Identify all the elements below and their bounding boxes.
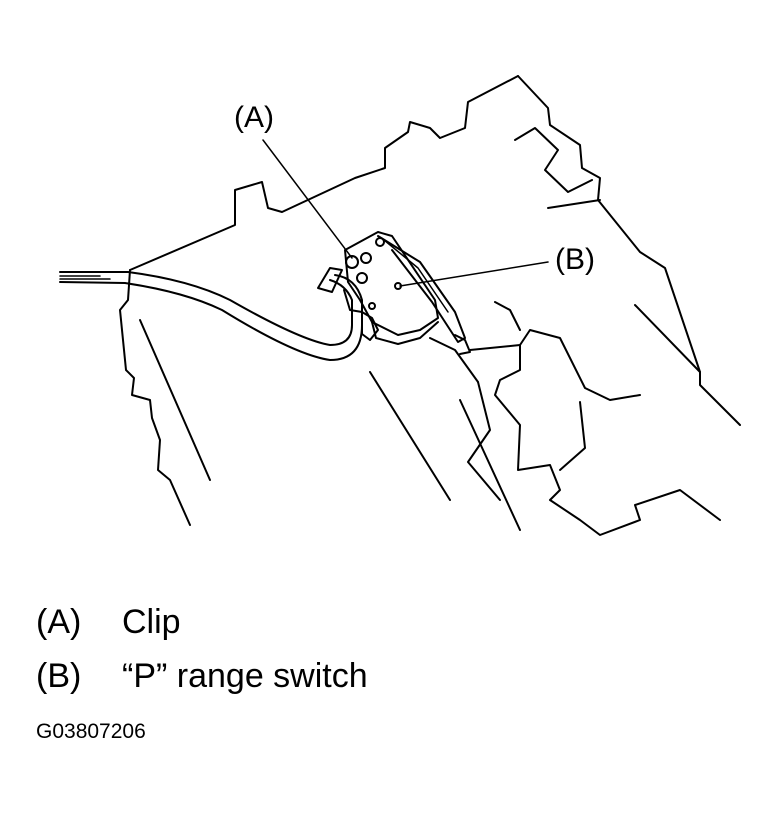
case-ridge-1 <box>139 319 211 481</box>
range-switch-arm <box>377 235 466 343</box>
clip-hole-3 <box>356 272 368 284</box>
case-lower-step-3 <box>467 381 501 501</box>
case-outline-left <box>119 269 191 526</box>
leader-line-b <box>399 261 549 287</box>
case-lower-step <box>469 344 721 536</box>
case-ridge-2 <box>369 371 451 501</box>
case-right-edge <box>517 75 741 426</box>
case-rib-2 <box>547 199 601 209</box>
case-rib-1 <box>514 127 593 193</box>
figure-code: G03807206 <box>36 720 146 743</box>
legend-item: (A) Clip <box>36 604 181 640</box>
legend-key: (A) <box>36 603 82 641</box>
clip-hole-1 <box>345 255 359 269</box>
wire-connector <box>317 267 343 293</box>
legend-text: Clip <box>122 603 181 641</box>
legend-text: “P” range switch <box>122 657 368 695</box>
case-ridge-4 <box>634 304 701 373</box>
wire-harness-end <box>59 275 111 280</box>
transmission-diagram <box>59 75 741 536</box>
range-switch-terminal <box>361 311 379 341</box>
case-ridge-3 <box>459 399 521 531</box>
leader-line-a <box>262 139 353 259</box>
case-lower-edge-left <box>429 337 479 383</box>
case-lower-step-4 <box>559 401 586 471</box>
callout-label-b: (B) <box>555 243 595 276</box>
legend-key: (B) <box>36 657 82 695</box>
clip-hole-2 <box>360 252 372 264</box>
range-switch-body <box>344 231 439 336</box>
range-switch-mount <box>343 289 363 313</box>
range-switch-arm-inner <box>383 239 449 313</box>
clip-hole-5 <box>368 302 376 310</box>
callout-label-a: (A) <box>234 101 274 134</box>
case-top-edge <box>129 75 519 271</box>
wire-harness-lower <box>59 274 363 361</box>
legend-item: (B) “P” range switch <box>36 658 368 694</box>
clip-hole-4 <box>375 237 385 247</box>
case-lower-step-2 <box>519 329 641 401</box>
range-switch-plate <box>454 334 471 355</box>
case-lower-step-5 <box>494 301 521 331</box>
wire-harness-upper <box>59 271 353 346</box>
